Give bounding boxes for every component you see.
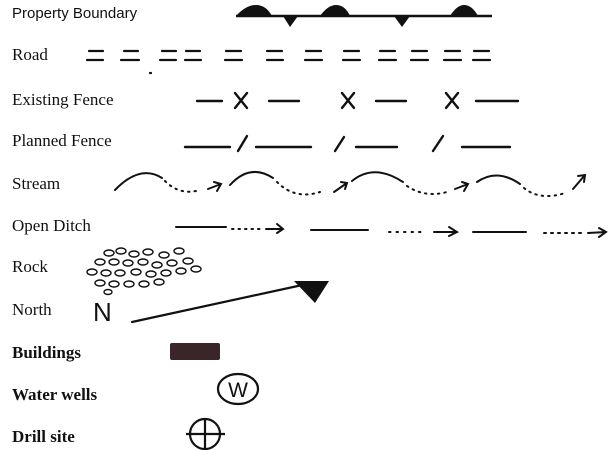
legend-label-north: North xyxy=(12,300,52,319)
legend-label-existing-fence: Existing Fence xyxy=(12,90,114,109)
stream-symbol xyxy=(114,170,587,198)
open-ditch-symbol xyxy=(175,223,608,238)
legend-label-water-wells: Water wells xyxy=(12,385,98,404)
drill-site-symbol xyxy=(186,417,225,450)
road-symbol xyxy=(85,49,492,75)
water-well-symbol: W xyxy=(216,372,260,406)
north-letter: N xyxy=(93,297,112,327)
legend-label-rock: Rock xyxy=(12,257,48,276)
north-arrow xyxy=(130,281,329,324)
legend-label-stream: Stream xyxy=(12,174,61,193)
planned-fence-symbol xyxy=(183,134,512,153)
legend-label-road: Road xyxy=(12,45,48,64)
water-well-letter: W xyxy=(228,379,248,402)
legend-label-open-ditch: Open Ditch xyxy=(12,216,91,235)
property-boundary-symbol xyxy=(236,5,492,27)
building-symbol xyxy=(170,343,220,360)
legend-label-property-boundary: Property Boundary xyxy=(12,5,138,22)
legend-label-buildings: Buildings xyxy=(12,343,81,362)
legend-label-drill-site: Drill site xyxy=(12,427,75,446)
legend-label-planned-fence: Planned Fence xyxy=(12,131,112,150)
existing-fence-symbol xyxy=(195,91,520,110)
rock-symbol xyxy=(86,247,202,296)
